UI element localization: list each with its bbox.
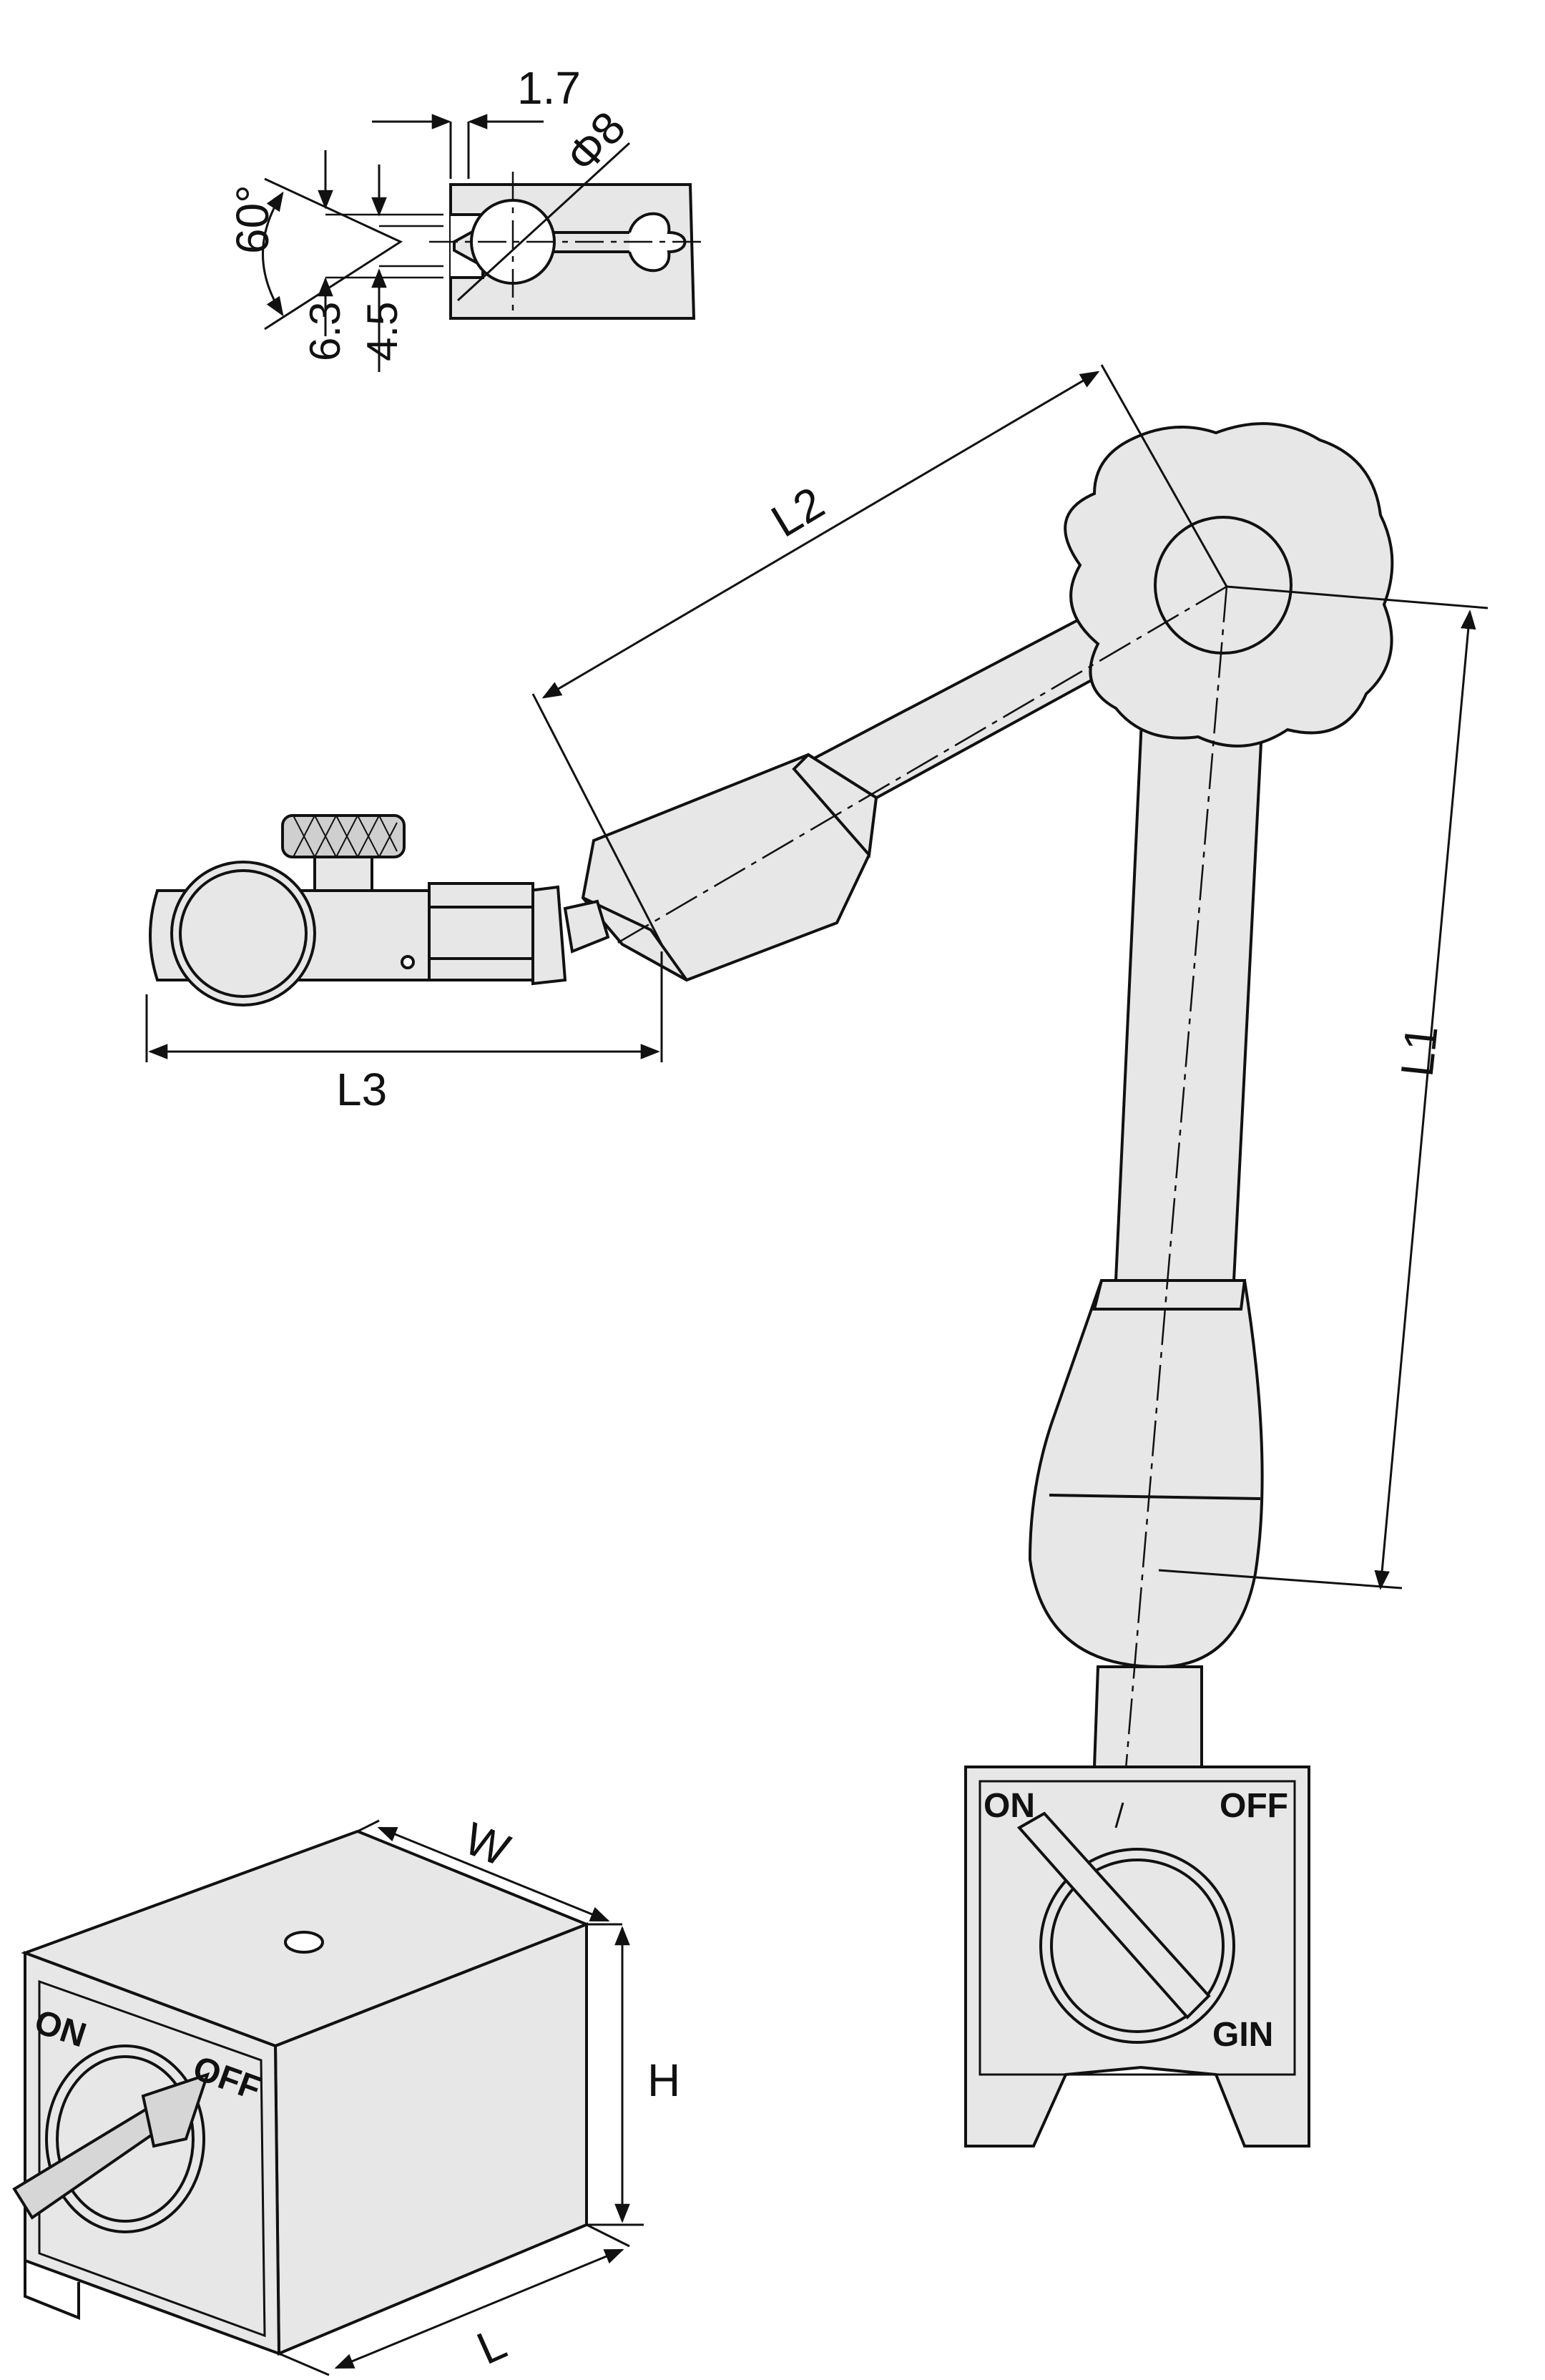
base-iso-dimensions bbox=[278, 1819, 644, 2376]
dimension-l-label: L bbox=[469, 2317, 514, 2374]
dimension-h-label: H bbox=[647, 2055, 680, 2106]
detail-angle-label: 60° bbox=[227, 185, 278, 254]
base-front-on-label: ON bbox=[984, 1787, 1035, 1825]
dimension-w-label: W bbox=[457, 1813, 517, 1877]
base-front-brand-label: GIN bbox=[1212, 2016, 1273, 2054]
arm-centerlines bbox=[614, 585, 1228, 1803]
magnetic-base-iso bbox=[12, 1829, 591, 2356]
detail-bore-label: Φ8 bbox=[556, 102, 635, 182]
dimension-l1-label: L1 bbox=[1391, 1023, 1448, 1079]
clamp-detail-view bbox=[262, 114, 701, 372]
magnetic-base-front bbox=[964, 1766, 1310, 2148]
detail-height-outer-label: 6.3 bbox=[301, 302, 349, 361]
dimension-l3-label: L3 bbox=[336, 1064, 387, 1115]
detail-gap-label: 1.7 bbox=[517, 62, 581, 114]
base-front-off-label: OFF bbox=[1220, 1787, 1288, 1825]
detail-height-inner-label: 4.5 bbox=[358, 302, 406, 361]
dimension-l2-label: L2 bbox=[762, 476, 833, 547]
arm-dimensions bbox=[145, 364, 1488, 1590]
